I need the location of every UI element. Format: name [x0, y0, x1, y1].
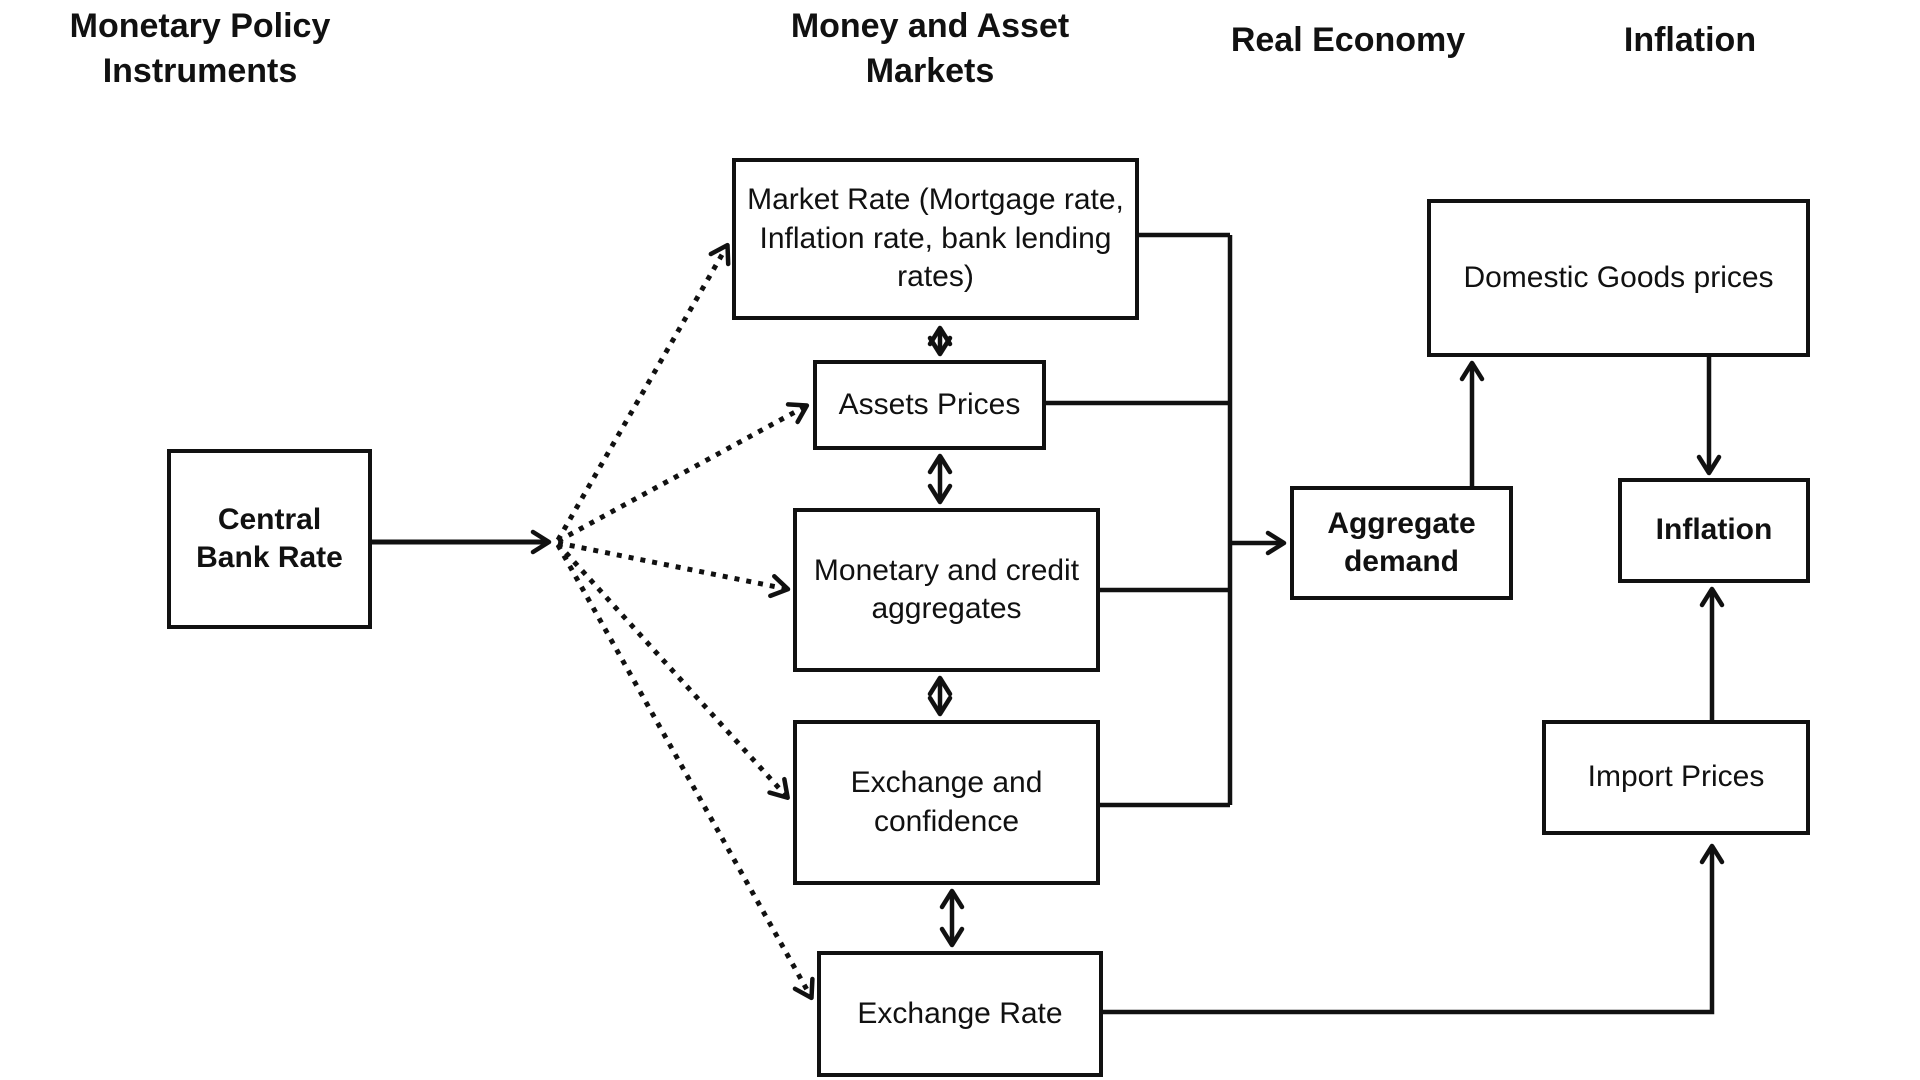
edge-cbr-exchange-confidence [556, 542, 790, 800]
double-arrows [927, 325, 965, 948]
column-header-inflation: Inflation [1623, 21, 1757, 59]
column-header-money-asset-markets: Money and Asset Markets [790, 7, 1070, 90]
edge-cbr-market-rate [555, 242, 731, 542]
column-header-monetary-policy-instruments: Monetary Policy Instruments [69, 7, 331, 90]
node-central-bank-rate: Central Bank Rate [167, 449, 372, 629]
dotted-transmission-arrows [555, 242, 815, 1001]
node-exchange-rate: Exchange Rate [817, 951, 1103, 1077]
node-domestic-goods-prices: Domestic Goods prices [1427, 199, 1810, 357]
node-import-prices: Import Prices [1542, 720, 1810, 835]
node-monetary-credit-aggregates: Monetary and credit aggregates [793, 508, 1100, 672]
node-aggregate-demand: Aggregate demand [1290, 486, 1513, 600]
edge-cbr-exchange-rate [555, 543, 815, 1001]
edge-exchangerate-import [1103, 843, 1725, 1015]
node-market-rate: Market Rate (Mortgage rate, Inflation ra… [732, 158, 1139, 320]
node-inflation: Inflation [1618, 478, 1810, 583]
node-assets-prices: Assets Prices [813, 360, 1046, 450]
node-exchange-and-confidence: Exchange and confidence [793, 720, 1100, 885]
real-economy-arrows [1103, 357, 1725, 1015]
edge-cbr-monetary-credit [557, 540, 791, 599]
column-header-real-economy: Real Economy [1230, 21, 1466, 59]
collector-tree [1046, 232, 1287, 808]
